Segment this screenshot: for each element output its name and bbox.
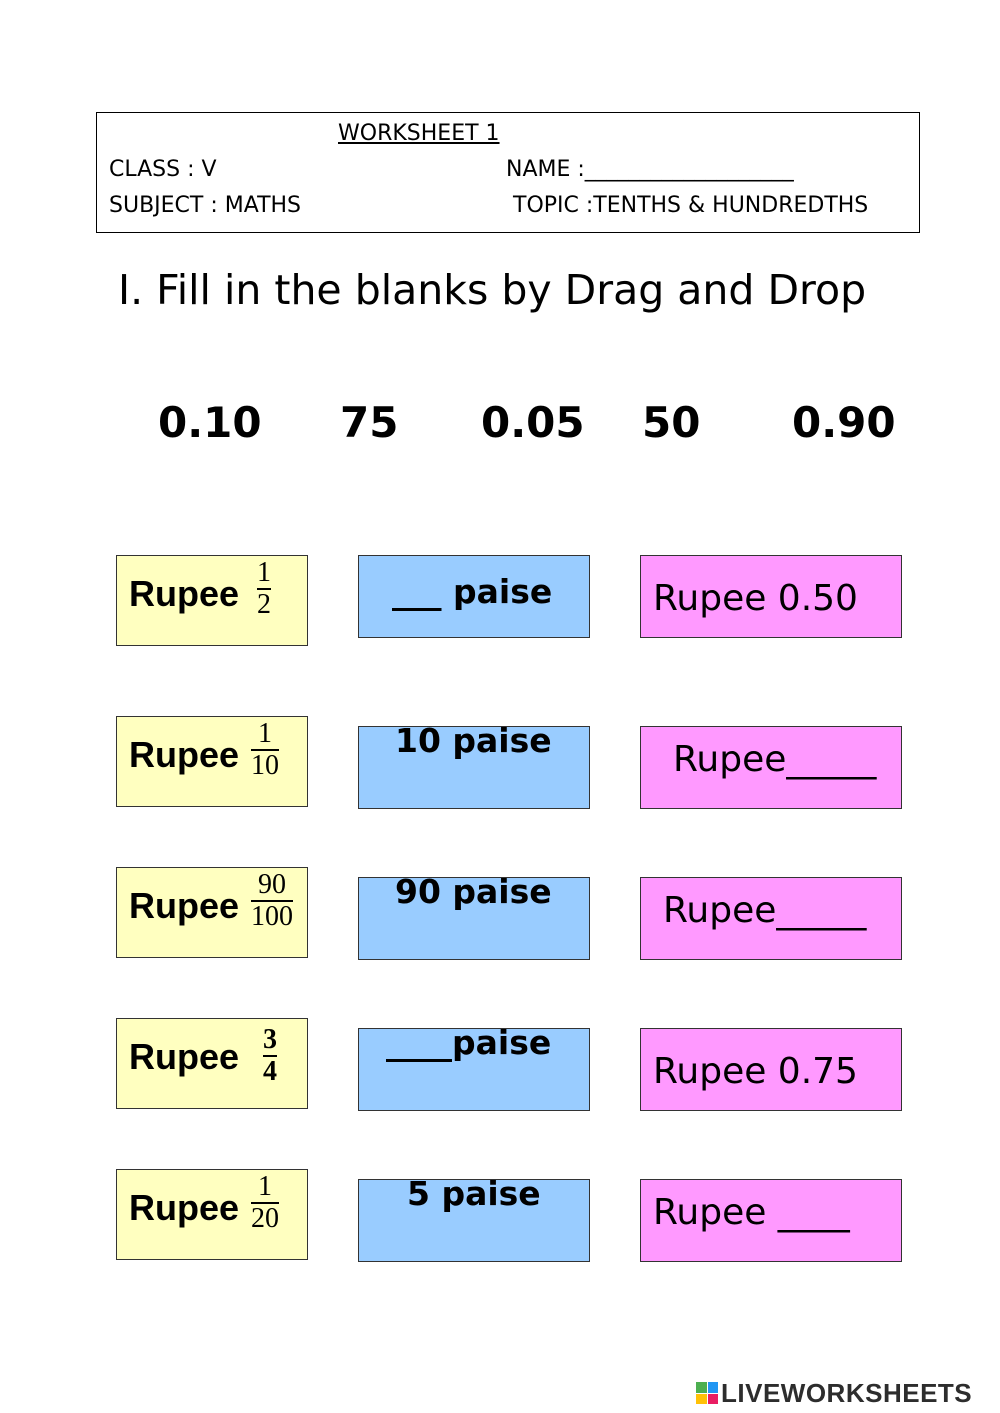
fraction-bar xyxy=(257,588,271,590)
fraction-denominator: 20 xyxy=(251,1203,279,1234)
class-label: CLASS : V xyxy=(109,157,217,182)
fraction-numerator: 1 xyxy=(257,557,271,588)
drag-option-5[interactable]: 0.90 xyxy=(792,398,896,447)
topic-label: TOPIC :TENTHS & HUNDREDTHS xyxy=(513,193,869,218)
rupee-decimal-blank[interactable]: Rupee_____ xyxy=(673,739,877,780)
fraction-denominator: 100 xyxy=(251,901,293,932)
fraction-card-2: Rupee 1 10 xyxy=(116,716,308,807)
drag-option-2[interactable]: 75 xyxy=(340,398,399,447)
paise-value: 10 paise xyxy=(395,721,552,760)
instruction-heading: I. Fill in the blanks by Drag and Drop xyxy=(118,266,867,314)
fraction-card-5: Rupee 1 20 xyxy=(116,1169,308,1260)
brand-name: LIVEWORKSHEETS xyxy=(721,1377,973,1408)
paise-blank[interactable]: ___ paise xyxy=(392,572,553,611)
paise-value: 90 paise xyxy=(395,872,552,911)
rupee-decimal: Rupee 0.75 xyxy=(653,1051,858,1092)
fraction-denominator: 2 xyxy=(257,589,271,620)
fraction-numerator: 1 xyxy=(258,1171,272,1202)
rupee-decimal-blank[interactable]: Rupee_____ xyxy=(663,890,867,931)
paise-card-3: 90 paise xyxy=(358,872,590,960)
fraction-bar xyxy=(263,1055,277,1057)
fraction: 3 4 xyxy=(263,1025,277,1087)
name-label: NAME :___________________ xyxy=(506,157,794,182)
paise-value: 5 paise xyxy=(407,1174,541,1213)
drag-option-4[interactable]: 50 xyxy=(642,398,701,447)
decimal-card-2[interactable]: Rupee_____ xyxy=(640,726,902,809)
fraction-card-1: Rupee 1 2 xyxy=(116,555,308,646)
decimal-card-4: Rupee 0.75 xyxy=(640,1028,902,1111)
rupee-label: Rupee xyxy=(129,573,240,614)
fraction-numerator: 1 xyxy=(258,718,272,749)
fraction-denominator: 4 xyxy=(263,1056,277,1087)
fraction: 90 100 xyxy=(251,870,293,932)
fraction-bar xyxy=(251,1202,279,1204)
rupee-label: Rupee xyxy=(129,1187,240,1228)
drag-option-1[interactable]: 0.10 xyxy=(158,398,262,447)
rupee-decimal: Rupee 0.50 xyxy=(653,578,858,619)
decimal-card-3[interactable]: Rupee_____ xyxy=(640,877,902,960)
rupee-label: Rupee xyxy=(129,734,240,775)
paise-blank[interactable]: ____paise xyxy=(386,1023,552,1062)
fraction-denominator: 10 xyxy=(251,750,279,781)
liveworksheets-brand[interactable]: LIVEWORKSHEETS xyxy=(696,1378,972,1408)
worksheet-title: WORKSHEET 1 xyxy=(338,121,500,146)
subject-label: SUBJECT : MATHS xyxy=(109,193,302,218)
fraction-numerator: 90 xyxy=(258,869,286,900)
worksheet-header: WORKSHEET 1 CLASS : V NAME :____________… xyxy=(96,112,920,233)
fraction-bar xyxy=(251,749,279,751)
rupee-decimal-blank[interactable]: Rupee ____ xyxy=(653,1192,850,1233)
rupee-label: Rupee xyxy=(129,1036,240,1077)
fraction: 1 2 xyxy=(257,558,271,620)
paise-card-2: 10 paise xyxy=(358,721,590,809)
fraction: 1 20 xyxy=(251,1172,279,1234)
paise-card-5: 5 paise xyxy=(358,1174,590,1262)
fraction-card-4: Rupee 3 4 xyxy=(116,1018,308,1109)
liveworksheets-logo-icon xyxy=(696,1382,718,1404)
decimal-card-1: Rupee 0.50 xyxy=(640,555,902,638)
fraction-card-3: Rupee 90 100 xyxy=(116,867,308,958)
fraction: 1 10 xyxy=(251,719,279,781)
fraction-numerator: 3 xyxy=(263,1024,277,1055)
fraction-bar xyxy=(251,900,293,902)
decimal-card-5[interactable]: Rupee ____ xyxy=(640,1179,902,1262)
paise-card-1[interactable]: ___ paise xyxy=(358,555,590,638)
drag-option-3[interactable]: 0.05 xyxy=(481,398,585,447)
paise-card-4[interactable]: ____paise xyxy=(358,1023,590,1111)
rupee-label: Rupee xyxy=(129,885,240,926)
